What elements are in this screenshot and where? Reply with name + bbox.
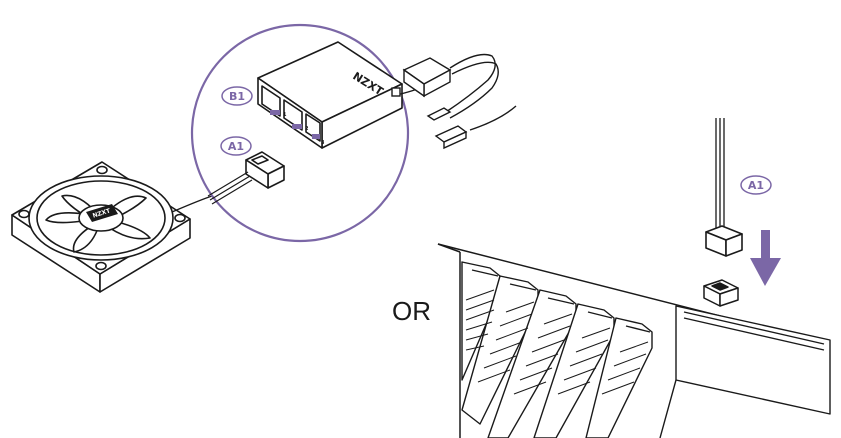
port-3-label: 3 [321, 140, 325, 146]
or-label: OR [392, 296, 431, 326]
mb-fan-cable [715, 118, 725, 238]
port-tags: 1 2 3 [270, 110, 325, 146]
port-2-label: 2 [305, 126, 309, 132]
a1-mb-label: A1 [748, 179, 764, 192]
case-fan [11, 161, 191, 293]
port-1-label: 1 [283, 112, 287, 118]
hub-controller [391, 57, 452, 98]
fan-header [703, 279, 739, 307]
memory-slots [461, 261, 831, 438]
hub-cables [391, 53, 517, 131]
mb-fan-connector [705, 225, 743, 257]
a1-mb-badge: A1 [740, 175, 772, 195]
b1-badge: B1 [221, 86, 253, 106]
fan-hub [257, 41, 403, 149]
a1-fan-label: A1 [228, 140, 244, 153]
a1-fan-badge: A1 [220, 136, 252, 156]
slot-hatching [465, 289, 649, 395]
fan-logo: NZXT [86, 204, 118, 222]
fan-connector-wires [207, 171, 253, 205]
fan-connector [245, 151, 285, 189]
b1-label: B1 [229, 90, 245, 103]
hub-connectors [426, 107, 468, 150]
fan-cable [171, 195, 213, 213]
insert-arrow [750, 230, 781, 286]
